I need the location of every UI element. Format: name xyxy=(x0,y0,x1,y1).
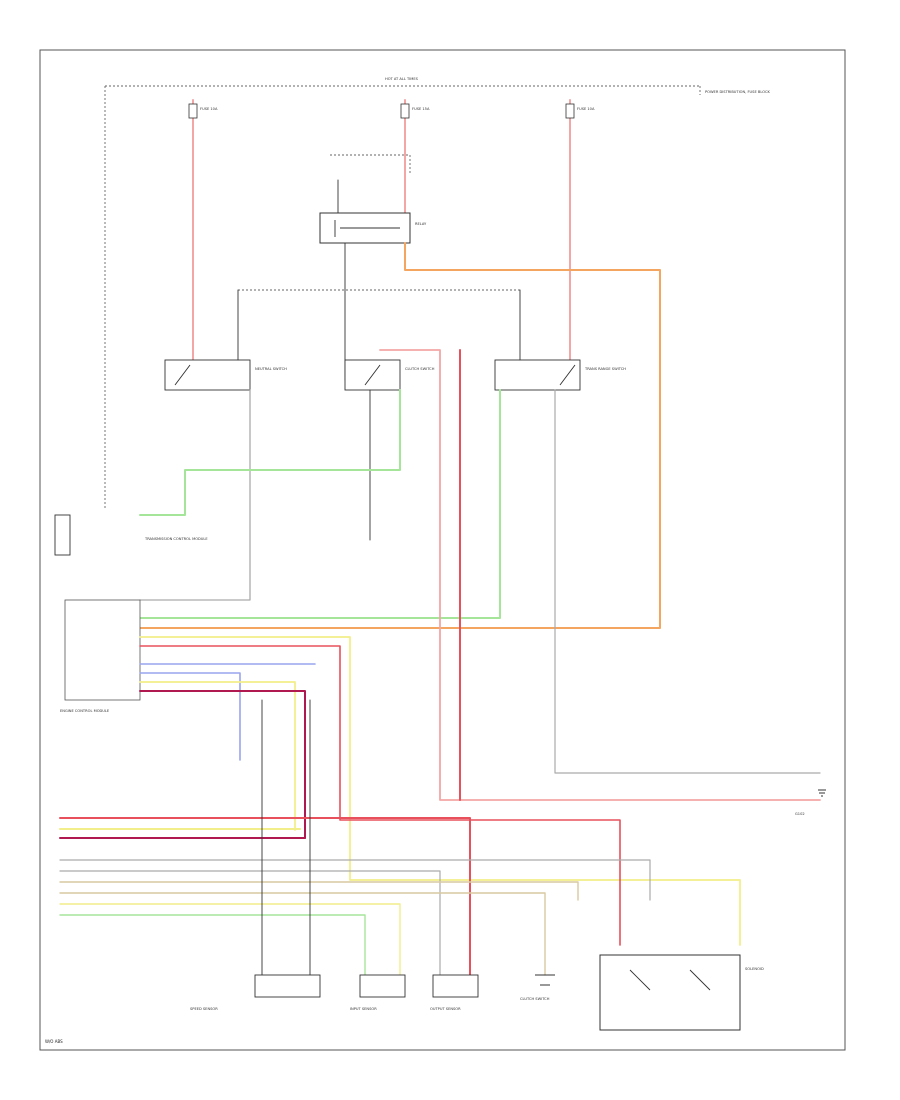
solenoid-label: SOLENOID xyxy=(745,967,764,971)
fuse-b: FUSE 15A xyxy=(400,99,430,216)
fuse-a: FUSE 10A xyxy=(188,99,218,381)
wire-orange xyxy=(139,242,661,629)
connector-dash xyxy=(330,154,411,175)
clutch-sensor: CLUTCH SWITCH xyxy=(520,974,555,1001)
fuse-c-label: FUSE 10A xyxy=(577,107,595,111)
trans-range-switch: TRANS RANGE SWITCH xyxy=(494,359,626,391)
relay-label: RELAY xyxy=(415,222,427,226)
ground-b-label: G102 xyxy=(795,812,805,816)
clutch-sensor-label: CLUTCH SWITCH xyxy=(520,997,550,1001)
neutral-switch: NEUTRAL SWITCH xyxy=(164,359,287,391)
footer-label: W/O ABS xyxy=(45,1039,63,1044)
tcm-label: TRANSMISSION CONTROL MODULE xyxy=(144,537,208,541)
lower-bus xyxy=(59,817,651,976)
speed-sensor: SPEED SENSOR xyxy=(190,974,321,1011)
input-sensor-label: INPUT SENSOR xyxy=(350,1007,377,1011)
wire-green xyxy=(139,389,401,516)
output-sensor: OUTPUT SENSOR xyxy=(430,974,479,1011)
fuse-b-label: FUSE 15A xyxy=(412,107,430,111)
fuse-c: FUSE 10A xyxy=(565,99,595,381)
neutral-switch-label: NEUTRAL SWITCH xyxy=(255,367,287,371)
ecm-connector: ENGINE CONTROL MODULE xyxy=(60,599,141,713)
solenoid-box: SOLENOID xyxy=(599,954,764,1031)
fuse-bus-label: HOT AT ALL TIMES xyxy=(385,77,419,81)
output-sensor-label: OUTPUT SENSOR xyxy=(430,1007,461,1011)
clutch-switch-label: CLUTCH SWITCH xyxy=(405,367,435,371)
clutch-switch: CLUTCH SWITCH xyxy=(344,359,435,391)
tcm-connector: TRANSMISSION CONTROL MODULE xyxy=(54,514,208,556)
fuse-a-label: FUSE 10A xyxy=(200,107,218,111)
ground-icon: G102 xyxy=(795,789,826,816)
power-dist-label: POWER DISTRIBUTION, FUSE BLOCK xyxy=(705,90,771,94)
trans-range-label: TRANS RANGE SWITCH xyxy=(584,367,626,371)
fuse-bus: HOT AT ALL TIMES POWER DISTRIBUTION, FUS… xyxy=(104,77,771,510)
relay-box: RELAY xyxy=(319,179,427,244)
diagram-frame xyxy=(39,49,846,1051)
speed-sensor-label: SPEED SENSOR xyxy=(190,1007,218,1011)
input-sensor: INPUT SENSOR xyxy=(350,974,406,1011)
ecm-label: ENGINE CONTROL MODULE xyxy=(60,709,110,713)
